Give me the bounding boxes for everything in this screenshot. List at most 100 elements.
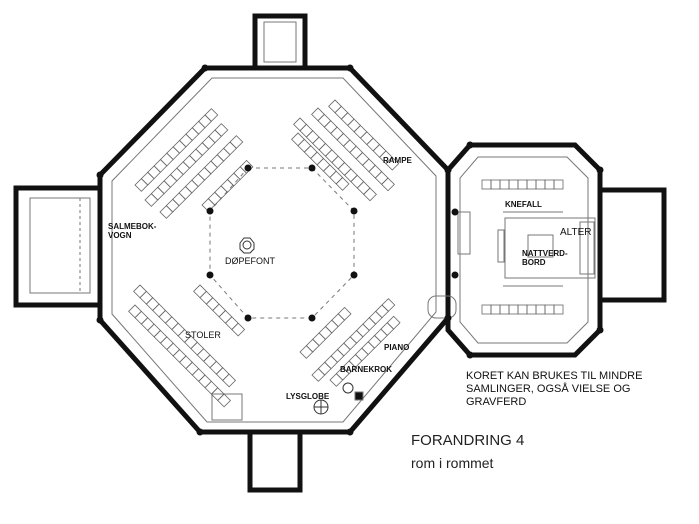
chair bbox=[305, 130, 320, 145]
chair bbox=[166, 146, 181, 161]
baptismal-font-basin bbox=[242, 240, 252, 250]
chair bbox=[323, 120, 338, 135]
label-nattverdbord-2: BORD bbox=[522, 258, 546, 267]
chair bbox=[204, 380, 219, 395]
column bbox=[206, 207, 214, 215]
columns bbox=[96, 64, 604, 436]
column bbox=[96, 171, 104, 179]
pew-row bbox=[293, 117, 377, 202]
inner-lines bbox=[29, 21, 596, 423]
chair bbox=[203, 354, 217, 369]
chair bbox=[153, 158, 168, 173]
chair bbox=[216, 147, 231, 162]
chair bbox=[201, 135, 216, 150]
chair bbox=[207, 191, 222, 206]
column bbox=[201, 64, 209, 72]
column bbox=[96, 316, 104, 324]
chair bbox=[366, 137, 381, 152]
chair bbox=[185, 361, 200, 376]
chair bbox=[172, 192, 187, 207]
column bbox=[466, 351, 474, 359]
chair bbox=[191, 173, 206, 188]
chair bbox=[311, 107, 325, 122]
chair bbox=[347, 118, 362, 133]
column bbox=[244, 164, 252, 172]
chair bbox=[144, 193, 159, 207]
chair bbox=[222, 373, 237, 388]
chair bbox=[508, 304, 519, 315]
left-porch-inner bbox=[29, 197, 91, 294]
chair bbox=[133, 284, 147, 299]
chair bbox=[349, 329, 364, 344]
chair bbox=[312, 136, 327, 151]
chair bbox=[544, 179, 555, 190]
chair bbox=[191, 368, 206, 382]
chair bbox=[303, 145, 318, 160]
kneeler-left bbox=[497, 229, 505, 263]
note-line-3: GRAVFERD bbox=[466, 396, 527, 408]
nave-wall bbox=[97, 65, 451, 435]
chair bbox=[317, 113, 332, 128]
choir-inner-line bbox=[459, 156, 589, 344]
chair bbox=[218, 309, 233, 324]
pews bbox=[128, 99, 564, 408]
chair bbox=[198, 114, 212, 129]
chair bbox=[204, 108, 219, 122]
chair bbox=[178, 355, 193, 370]
label-salmebokvogn-1: SALMEBOK- bbox=[108, 222, 157, 231]
pew-row bbox=[159, 135, 244, 219]
chair bbox=[318, 142, 333, 157]
chair bbox=[553, 179, 564, 190]
nave-inner-line bbox=[111, 77, 437, 423]
chair bbox=[343, 336, 358, 351]
note-line-1: KORET KAN BRUKES TIL MINDRE bbox=[466, 370, 643, 382]
column bbox=[308, 164, 316, 172]
chair bbox=[196, 348, 211, 362]
stairs bbox=[211, 393, 243, 421]
pew-row bbox=[328, 99, 400, 171]
chair bbox=[526, 179, 537, 190]
chair bbox=[481, 304, 492, 315]
chair bbox=[224, 316, 239, 331]
label-salmebokvogn-2: VOGN bbox=[108, 231, 132, 240]
chair bbox=[330, 126, 345, 141]
chair bbox=[178, 185, 193, 200]
plan-title: FORANDRING 4 bbox=[411, 432, 525, 449]
chair bbox=[324, 319, 339, 334]
chair bbox=[197, 166, 212, 181]
label-alter: ALTER bbox=[560, 227, 592, 238]
chair bbox=[153, 329, 168, 344]
chair bbox=[350, 174, 365, 189]
chair bbox=[163, 173, 178, 188]
chair bbox=[152, 303, 167, 318]
chair bbox=[328, 99, 342, 114]
chair bbox=[171, 322, 186, 337]
pew-row bbox=[128, 304, 232, 408]
top-porch-inner bbox=[263, 21, 297, 63]
label-dopefont: DØPEFONT bbox=[225, 256, 276, 266]
chair bbox=[317, 361, 332, 376]
chair bbox=[185, 127, 200, 142]
chair bbox=[337, 161, 352, 176]
chair bbox=[508, 179, 519, 190]
stove-icon bbox=[354, 391, 364, 401]
chair bbox=[362, 317, 377, 332]
chair bbox=[544, 304, 555, 315]
chair bbox=[198, 374, 212, 389]
chair bbox=[337, 306, 352, 321]
chair bbox=[363, 187, 377, 202]
chair bbox=[490, 304, 501, 315]
chair bbox=[322, 164, 337, 179]
column bbox=[346, 64, 354, 72]
pew-row bbox=[133, 284, 237, 388]
chair bbox=[145, 297, 160, 312]
chair bbox=[140, 317, 155, 332]
column bbox=[244, 314, 252, 322]
chair bbox=[184, 179, 199, 194]
column bbox=[350, 207, 358, 215]
column bbox=[206, 271, 214, 279]
label-knefall: KNEFALL bbox=[505, 200, 542, 209]
chair bbox=[517, 179, 528, 190]
chair bbox=[210, 154, 225, 169]
chair bbox=[499, 304, 510, 315]
